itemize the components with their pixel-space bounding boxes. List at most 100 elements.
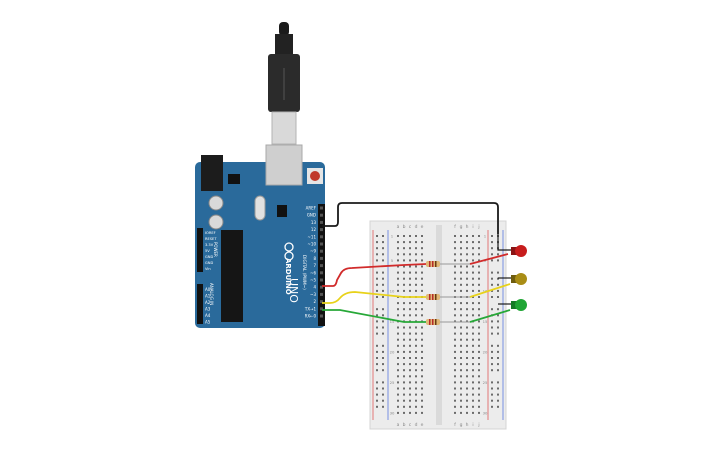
rail-hole[interactable] <box>497 296 499 298</box>
breadboard-hole[interactable] <box>403 369 405 372</box>
rail-hole[interactable] <box>497 314 499 317</box>
breadboard-hole[interactable] <box>478 375 480 378</box>
breadboard-hole[interactable] <box>421 357 423 359</box>
rail-hole[interactable] <box>491 399 493 402</box>
breadboard-hole[interactable] <box>454 302 456 305</box>
rail-hole[interactable] <box>491 320 493 323</box>
breadboard-hole[interactable] <box>397 265 399 268</box>
breadboard-hole[interactable] <box>460 332 462 335</box>
breadboard-hole[interactable] <box>403 265 405 268</box>
breadboard-hole[interactable] <box>466 387 468 390</box>
breadboard-hole[interactable] <box>478 308 480 311</box>
breadboard-hole[interactable] <box>454 332 456 335</box>
breadboard-hole[interactable] <box>454 289 456 292</box>
rail-hole[interactable] <box>376 326 378 329</box>
breadboard-hole[interactable] <box>421 235 423 237</box>
breadboard-hole[interactable] <box>415 405 417 408</box>
breadboard-hole[interactable] <box>397 253 399 256</box>
rail-hole[interactable] <box>376 387 378 390</box>
breadboard-hole[interactable] <box>397 363 399 366</box>
breadboard-hole[interactable] <box>403 235 405 237</box>
rail-hole[interactable] <box>497 399 499 402</box>
breadboard-hole[interactable] <box>472 399 474 402</box>
wire-gnd-black[interactable] <box>322 202 499 234</box>
rail-hole[interactable] <box>491 363 493 366</box>
breadboard-hole[interactable] <box>409 338 411 341</box>
breadboard-hole[interactable] <box>478 344 480 347</box>
breadboard-hole[interactable] <box>466 241 468 244</box>
resistor-1[interactable] <box>426 261 440 267</box>
breadboard-hole[interactable] <box>478 271 480 274</box>
rail-hole[interactable] <box>376 344 378 347</box>
breadboard-hole[interactable] <box>421 308 423 311</box>
breadboard-hole[interactable] <box>472 253 474 256</box>
rail-hole[interactable] <box>376 247 378 250</box>
breadboard-hole[interactable] <box>409 399 411 402</box>
breadboard-hole[interactable] <box>397 259 399 262</box>
rail-hole[interactable] <box>376 259 378 262</box>
rail-hole[interactable] <box>382 235 384 237</box>
breadboard-hole[interactable] <box>472 277 474 280</box>
rail-hole[interactable] <box>491 369 493 372</box>
breadboard-hole[interactable] <box>478 320 480 323</box>
digital-pin-hole[interactable] <box>320 278 323 282</box>
breadboard-hole[interactable] <box>454 314 456 317</box>
breadboard-hole[interactable] <box>409 277 411 280</box>
breadboard-hole[interactable] <box>460 405 462 408</box>
breadboard-hole[interactable] <box>409 387 411 390</box>
breadboard-hole[interactable] <box>397 302 399 305</box>
breadboard-hole[interactable] <box>466 283 468 286</box>
breadboard-hole[interactable] <box>421 289 423 292</box>
breadboard-hole[interactable] <box>403 247 405 250</box>
breadboard-hole[interactable] <box>472 363 474 366</box>
usb-port[interactable] <box>265 144 303 186</box>
breadboard-hole[interactable] <box>460 259 462 262</box>
digital-pin-hole[interactable] <box>320 307 323 311</box>
rail-hole[interactable] <box>491 387 493 390</box>
breadboard-hole[interactable] <box>421 253 423 256</box>
breadboard-hole[interactable] <box>454 405 456 408</box>
breadboard-hole[interactable] <box>460 277 462 280</box>
breadboard-hole[interactable] <box>403 241 405 244</box>
breadboard-hole[interactable] <box>472 247 474 250</box>
breadboard-hole[interactable] <box>397 247 399 250</box>
breadboard-hole[interactable] <box>460 369 462 372</box>
breadboard-hole[interactable] <box>409 326 411 329</box>
breadboard-hole[interactable] <box>460 265 462 268</box>
rail-hole[interactable] <box>376 350 378 353</box>
breadboard-hole[interactable] <box>466 381 468 384</box>
breadboard-hole[interactable] <box>478 253 480 256</box>
rail-hole[interactable] <box>497 289 499 292</box>
breadboard-hole[interactable] <box>466 253 468 256</box>
breadboard-hole[interactable] <box>460 253 462 256</box>
breadboard-hole[interactable] <box>421 411 423 414</box>
breadboard-hole[interactable] <box>409 314 411 317</box>
breadboard-hole[interactable] <box>472 381 474 384</box>
rail-hole[interactable] <box>497 326 499 329</box>
breadboard-hole[interactable] <box>397 411 399 414</box>
rail-hole[interactable] <box>491 277 493 280</box>
breadboard-hole[interactable] <box>460 241 462 244</box>
digital-pin-hole[interactable] <box>320 220 323 224</box>
breadboard-hole[interactable] <box>397 399 399 402</box>
breadboard-hole[interactable] <box>403 289 405 292</box>
breadboard-hole[interactable] <box>472 338 474 341</box>
rail-hole[interactable] <box>382 314 384 317</box>
breadboard-hole[interactable] <box>478 381 480 384</box>
rail-hole[interactable] <box>491 289 493 292</box>
breadboard-hole[interactable] <box>472 393 474 396</box>
breadboard-hole[interactable] <box>421 265 423 268</box>
breadboard-hole[interactable] <box>415 308 417 311</box>
digital-pin-hole[interactable] <box>320 285 323 289</box>
breadboard-hole[interactable] <box>466 277 468 280</box>
breadboard-hole[interactable] <box>478 326 480 329</box>
breadboard-hole[interactable] <box>478 399 480 402</box>
breadboard-hole[interactable] <box>472 289 474 292</box>
breadboard-hole[interactable] <box>415 247 417 250</box>
breadboard-hole[interactable] <box>454 399 456 402</box>
breadboard-hole[interactable] <box>460 381 462 384</box>
breadboard-hole[interactable] <box>421 338 423 341</box>
breadboard-hole[interactable] <box>403 405 405 408</box>
